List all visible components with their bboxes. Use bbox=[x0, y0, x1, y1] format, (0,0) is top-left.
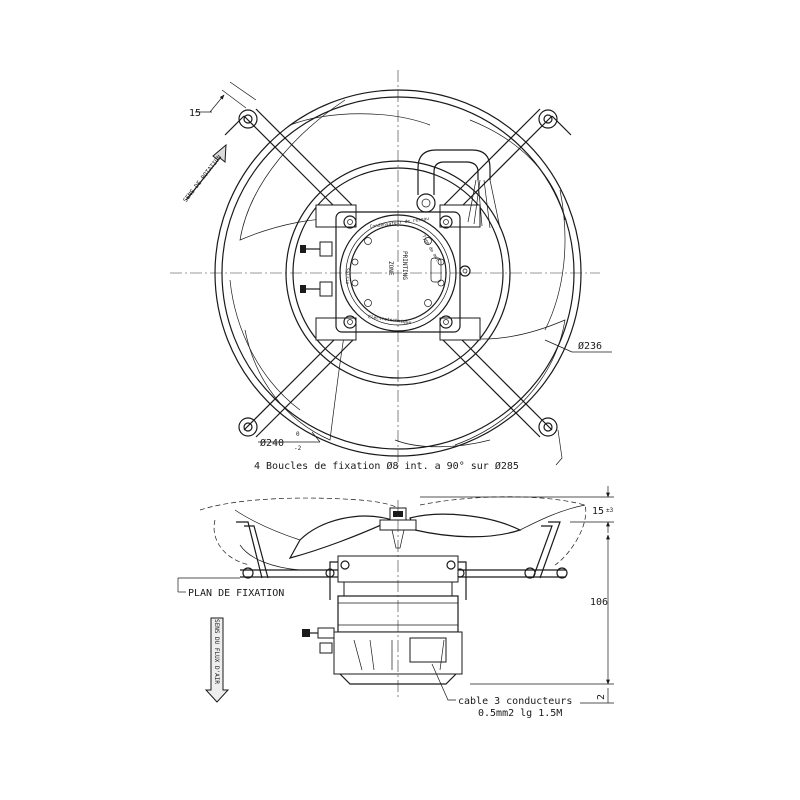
printing-zone-line1: PRINTING bbox=[401, 251, 408, 280]
dia-240-tol-lower: -2 bbox=[294, 445, 302, 452]
guard-ring-outer bbox=[285, 160, 511, 386]
dia-236-label: Ø236 bbox=[578, 340, 602, 352]
dimension-106: 106 bbox=[470, 534, 614, 685]
cable-assembly bbox=[416, 149, 501, 229]
mounting-arms bbox=[224, 108, 572, 438]
side-view: 15 ±3 106 2 PLAN DE FIXATION bbox=[177, 486, 614, 719]
dim-2-label: 2 bbox=[596, 694, 607, 700]
mount-plane: PLAN DE FIXATION bbox=[177, 577, 284, 599]
airflow-label: SENS DU FLUX D'AIR bbox=[213, 619, 220, 684]
dimension-dia236: Ø236 bbox=[544, 339, 612, 353]
dim-15-tab-label: 15 bbox=[189, 108, 201, 119]
fixing-loops bbox=[238, 109, 558, 437]
svg-text:Condensateur de réseau: Condensateur de réseau bbox=[369, 215, 429, 230]
cable-line1: cable 3 conducteurs bbox=[458, 696, 572, 707]
dim-15-label: 15 bbox=[592, 506, 604, 517]
dimension-15-tab: 15 bbox=[189, 81, 257, 119]
fixing-note: 4 Boucles de fixation Ø8 int. a 90° sur … bbox=[254, 429, 563, 472]
rotation-label: SENS DE ROTATION bbox=[182, 154, 223, 204]
dia-240-tol-upper: 0 bbox=[296, 431, 300, 438]
outer-ring-inner bbox=[221, 96, 575, 450]
terminal-block bbox=[300, 241, 333, 297]
fan-blades bbox=[229, 99, 566, 448]
svg-text:Saisie: Saisie bbox=[344, 268, 350, 285]
mount-plane-label: PLAN DE FIXATION bbox=[188, 588, 284, 599]
printing-zone-label: PRINTING ZONE bbox=[387, 251, 408, 280]
dim-15-tol: ±3 bbox=[606, 507, 614, 514]
fixing-note-text: 4 Boucles de fixation Ø8 int. a 90° sur … bbox=[254, 460, 519, 472]
top-view: Condensateur de réseau Type de mot Elect… bbox=[170, 70, 612, 472]
outer-ring bbox=[214, 89, 582, 457]
airflow-arrow: SENS DU FLUX D'AIR bbox=[204, 617, 230, 703]
dimension-15: 15 ±3 bbox=[420, 486, 614, 533]
dimension-dia240: Ø240 0 -2 bbox=[258, 431, 321, 452]
cable-note: cable 3 conducteurs 0.5mm2 lg 1.5M bbox=[431, 663, 572, 719]
dimension-2: 2 bbox=[580, 688, 614, 704]
dim-106-label: 106 bbox=[590, 597, 608, 608]
printing-zone-line2: ZONE bbox=[387, 261, 394, 276]
motor-housing: Condensateur de réseau Type de mot Elect… bbox=[315, 204, 481, 341]
guard-ring-inner bbox=[292, 167, 504, 379]
rotation-arrow: SENS DE ROTATION bbox=[182, 143, 227, 204]
dia-240-label: Ø240 bbox=[260, 437, 284, 449]
cable-line2: 0.5mm2 lg 1.5M bbox=[478, 708, 562, 719]
